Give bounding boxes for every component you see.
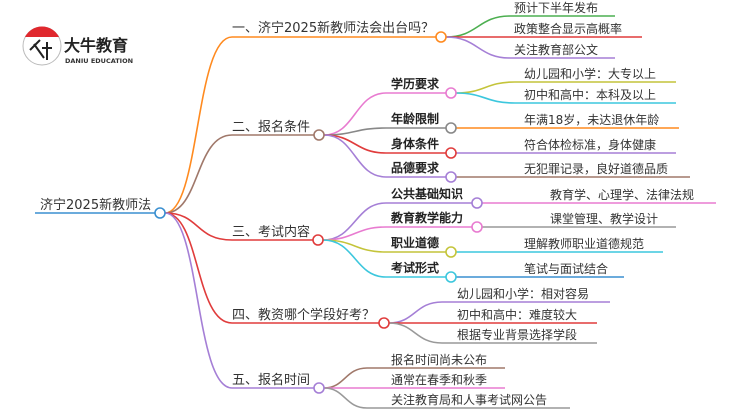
leaf: 笔试与面试结合	[524, 261, 608, 276]
leaf-1-3: 关注教育部公文	[514, 42, 598, 57]
branch-1-label: 一、济宁2025新教师法会出台吗？	[232, 20, 434, 36]
sub-toggle[interactable]	[445, 271, 457, 283]
logo-subtitle: DANIU EDUCATION	[65, 57, 133, 65]
root-collapse-toggle[interactable]	[154, 207, 166, 219]
sub-toggle[interactable]	[471, 221, 483, 233]
branch-5-collapse-toggle[interactable]	[313, 382, 325, 394]
logo-mark-icon	[29, 39, 52, 60]
sub-morality: 品德要求	[391, 160, 440, 175]
sub-age: 年龄限制	[391, 111, 439, 126]
branch-5-label: 五、报名时间	[232, 372, 310, 388]
edge	[445, 15, 615, 38]
leaf: 根据专业背景选择学段	[457, 327, 577, 342]
edge-branch-2	[164, 134, 314, 214]
leaf: 无犯罪记录，良好道德品质	[524, 161, 668, 176]
edge-branch-4	[164, 212, 379, 324]
edge	[322, 239, 446, 253]
edge	[323, 127, 446, 136]
leaf: 通常在春季和秋季	[391, 373, 487, 387]
edge	[323, 134, 446, 178]
edge-branch-1	[164, 36, 436, 214]
leaf: 符合体检标准，身体健康	[524, 137, 656, 152]
logo: 大牛教育 DANIU EDUCATION	[22, 26, 133, 66]
sub-health: 身体条件	[391, 136, 439, 151]
edge	[323, 134, 446, 154]
branch-1-collapse-toggle[interactable]	[435, 31, 447, 43]
edge	[455, 81, 676, 94]
sub-education: 学历要求	[391, 76, 440, 91]
sub-toggle[interactable]	[445, 147, 457, 159]
branch-4-collapse-toggle[interactable]	[378, 317, 390, 329]
edge	[445, 36, 615, 59]
leaf-1-1: 预计下半年发布	[514, 0, 598, 15]
leaf: 教育学、心理学、法律法规	[550, 187, 694, 202]
sub-toggle[interactable]	[445, 246, 457, 258]
leaf: 理解教师职业道德规范	[524, 236, 644, 251]
sub-ethics: 职业道德	[391, 235, 439, 250]
sub-teaching-ability: 教育教学能力	[390, 210, 463, 225]
sub-exam-format: 考试形式	[391, 260, 439, 275]
leaf: 课堂管理、教学设计	[550, 211, 658, 226]
leaf: 幼儿园和小学：相对容易	[457, 286, 589, 301]
leaf: 初中和高中：本科及以上	[524, 87, 656, 102]
branch-2-label: 二、报名条件	[232, 119, 310, 135]
edge	[455, 92, 676, 104]
leaf: 幼儿园和小学：大专以上	[524, 66, 656, 81]
branch-3-collapse-toggle[interactable]	[312, 234, 324, 246]
branch-3-label: 三、考试内容	[232, 224, 310, 240]
branch-4-label: 四、教资哪个学段好考？	[232, 307, 375, 323]
edge	[322, 239, 446, 278]
edge-branch-3	[164, 212, 313, 241]
edge	[323, 387, 570, 409]
leaf: 年满18岁，未达退休年龄	[524, 112, 659, 127]
leaf-1-2: 政策整合显示高概率	[514, 21, 622, 36]
edge	[388, 322, 597, 344]
edge-branch-5	[164, 212, 314, 389]
sub-toggle[interactable]	[471, 197, 483, 209]
leaf: 关注教育局和人事考试网公告	[391, 392, 547, 407]
sub-toggle[interactable]	[445, 171, 457, 183]
edge	[323, 92, 446, 136]
leaf: 报名时间尚未公布	[391, 352, 487, 367]
sub-toggle[interactable]	[445, 122, 457, 134]
root-node-label: 济宁2025新教师法	[40, 197, 151, 213]
sub-toggle[interactable]	[445, 87, 457, 99]
sub-public-knowledge: 公共基础知识	[391, 186, 463, 201]
logo-red-cap	[25, 26, 59, 37]
leaf: 初中和高中：难度较大	[457, 307, 577, 322]
branch-2-collapse-toggle[interactable]	[313, 129, 325, 141]
edge	[322, 202, 472, 241]
logo-brand: 大牛教育	[64, 36, 128, 55]
edge	[322, 226, 472, 241]
